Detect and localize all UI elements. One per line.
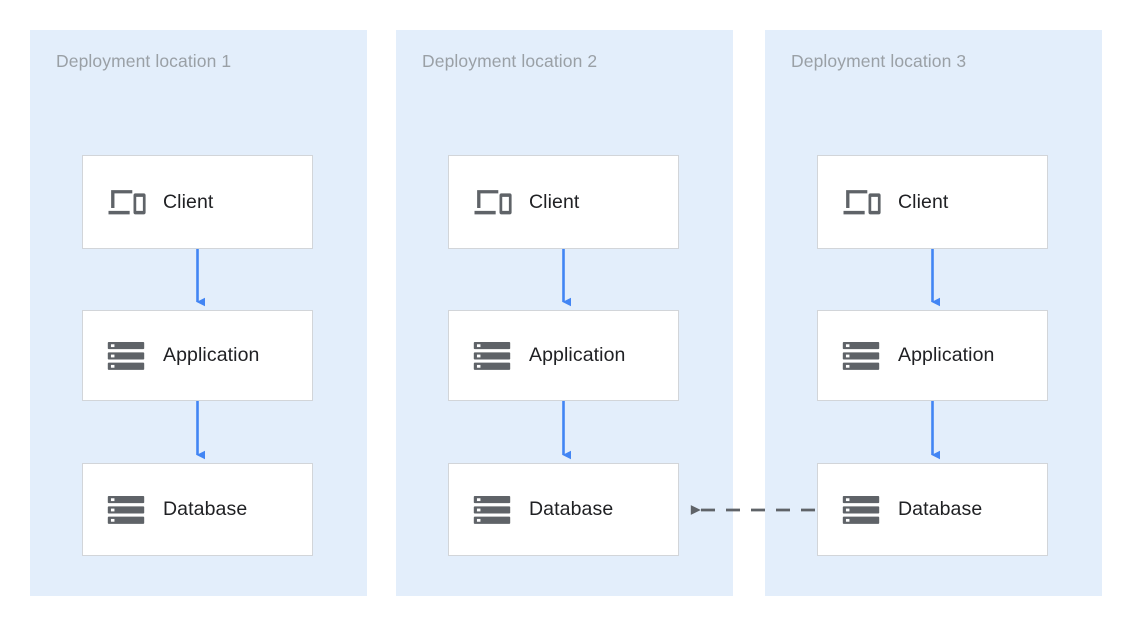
deployment-zone-2: Deployment location 2 Client (396, 30, 733, 596)
devices-icon (843, 190, 881, 215)
server-icon (473, 341, 511, 370)
server-icon (107, 341, 145, 370)
zone-title-3: Deployment location 3 (791, 51, 967, 71)
node-client-1[interactable]: Client (82, 155, 313, 249)
server-icon (107, 495, 145, 524)
node-label-application-3: Application (898, 344, 995, 366)
node-client-2[interactable]: Client (448, 155, 679, 249)
node-label-client-1: Client (163, 190, 214, 213)
server-icon (842, 341, 880, 370)
node-label-client-2: Client (529, 190, 580, 213)
node-label-application-2: Application (529, 344, 626, 366)
node-label-application-1: Application (163, 344, 260, 366)
zone-title-1: Deployment location 1 (56, 51, 232, 71)
node-application-3[interactable]: Application (817, 310, 1048, 401)
node-database-1[interactable]: Database (82, 463, 313, 556)
node-label-database-2: Database (529, 498, 614, 520)
server-icon (842, 495, 880, 524)
node-client-3[interactable]: Client (817, 155, 1048, 249)
server-icon (473, 495, 511, 524)
node-application-1[interactable]: Application (82, 310, 313, 401)
node-label-client-3: Client (898, 190, 949, 213)
node-label-database-3: Database (898, 498, 983, 520)
devices-icon (108, 190, 146, 215)
zone-title-2: Deployment location 2 (422, 51, 598, 71)
node-application-2[interactable]: Application (448, 310, 679, 401)
deployment-zone-3: Deployment location 3 Client (765, 30, 1102, 596)
deployment-zone-1: Deployment location 1 Client (30, 30, 367, 596)
devices-icon (474, 190, 512, 215)
node-label-database-1: Database (163, 498, 248, 520)
node-database-2[interactable]: Database (448, 463, 679, 556)
node-database-3[interactable]: Database (817, 463, 1048, 556)
